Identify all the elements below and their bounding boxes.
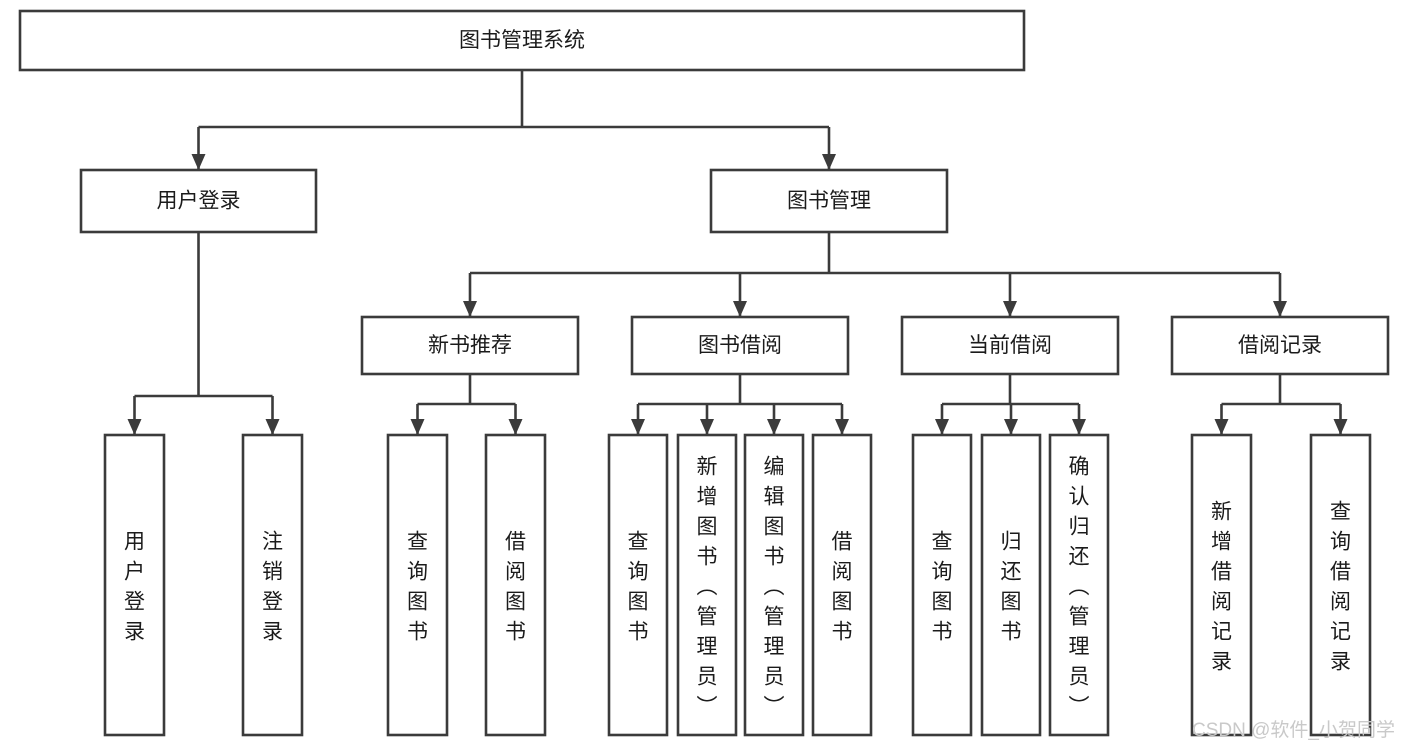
- node-leaf-return-book[interactable]: 归还图书: [980, 433, 1042, 737]
- arrow-head-icon: [631, 419, 645, 435]
- node-box-new-book-recommend: [360, 315, 580, 376]
- node-label-book-borrow: 图书借阅: [698, 334, 782, 357]
- node-label-book-management: 图书管理: [787, 190, 871, 213]
- arrow-head-icon: [1004, 419, 1018, 435]
- node-box-leaf-query-record: [1309, 433, 1372, 737]
- node-label-leaf-query-record: 查询借阅记录: [1330, 500, 1351, 673]
- node-label-leaf-query-book-1: 查询图书: [407, 530, 428, 643]
- node-box-leaf-user-logout: [241, 433, 304, 737]
- node-box-leaf-query-book-1: [386, 433, 449, 737]
- node-box-root: [18, 9, 1026, 72]
- node-book-borrow[interactable]: 图书借阅: [630, 315, 850, 376]
- node-box-user-login: [79, 168, 318, 234]
- node-label-leaf-user-logout: 注销登录: [262, 530, 283, 643]
- node-box-leaf-borrow-book-2: [811, 433, 873, 737]
- csdn-watermark: CSDN @软件_小贺同学: [1192, 719, 1395, 741]
- node-label-borrow-record: 借阅记录: [1238, 334, 1322, 357]
- node-box-book-borrow: [630, 315, 850, 376]
- node-leaf-confirm-return[interactable]: 确认归还︵管理员︶: [1048, 433, 1110, 737]
- arrow-head-icon: [463, 301, 477, 317]
- arrow-head-icon: [1214, 419, 1229, 435]
- arrow-head-icon: [410, 419, 425, 435]
- node-label-leaf-user-login: 用户登录: [124, 530, 145, 643]
- node-leaf-user-login[interactable]: 用户登录: [103, 433, 166, 737]
- arrow-head-icon: [822, 154, 836, 170]
- node-box-book-management: [709, 168, 949, 234]
- node-leaf-edit-book[interactable]: 编辑图书︵管理员︶: [743, 433, 805, 737]
- arrow-head-icon: [191, 154, 206, 170]
- arrow-head-icon: [733, 301, 747, 317]
- node-user-login[interactable]: 用户登录: [79, 168, 318, 234]
- node-label-leaf-query-book-3: 查询图书: [932, 530, 953, 643]
- node-label-leaf-query-book-2: 查询图书: [628, 530, 649, 643]
- node-book-management[interactable]: 图书管理: [709, 168, 949, 234]
- arrow-head-icon: [1273, 301, 1287, 317]
- node-box-current-borrow: [900, 315, 1120, 376]
- node-box-leaf-add-record: [1190, 433, 1253, 737]
- node-label-leaf-edit-book: 编辑图书︵管理员︶: [764, 455, 785, 718]
- node-leaf-borrow-book-2[interactable]: 借阅图书: [811, 433, 873, 737]
- node-leaf-add-record[interactable]: 新增借阅记录: [1190, 433, 1253, 737]
- node-label-user-login: 用户登录: [157, 190, 241, 213]
- node-label-current-borrow: 当前借阅: [968, 334, 1052, 357]
- node-layer: 图书管理系统用户登录图书管理新书推荐图书借阅当前借阅借阅记录用户登录注销登录查询…: [18, 9, 1390, 737]
- node-root[interactable]: 图书管理系统: [18, 9, 1026, 72]
- node-leaf-add-book[interactable]: 新增图书︵管理员︶: [676, 433, 738, 737]
- node-box-leaf-return-book: [980, 433, 1042, 737]
- arrow-head-icon: [1003, 301, 1017, 317]
- node-label-new-book-recommend: 新书推荐: [428, 334, 512, 357]
- arrow-head-icon: [508, 419, 523, 435]
- node-box-leaf-query-book-2: [607, 433, 669, 737]
- node-new-book-recommend[interactable]: 新书推荐: [360, 315, 580, 376]
- arrow-head-icon: [1072, 419, 1086, 435]
- arrow-head-icon: [700, 419, 714, 435]
- node-label-root: 图书管理系统: [459, 29, 585, 52]
- arrow-head-icon: [1333, 419, 1348, 435]
- arrow-head-icon: [835, 419, 849, 435]
- node-box-leaf-confirm-return: [1048, 433, 1110, 737]
- node-box-borrow-record: [1170, 315, 1390, 376]
- node-leaf-query-book-3[interactable]: 查询图书: [911, 433, 973, 737]
- node-label-leaf-return-book: 归还图书: [1001, 530, 1022, 643]
- arrow-head-icon: [265, 419, 280, 435]
- node-box-leaf-add-book: [676, 433, 738, 737]
- node-leaf-query-book-1[interactable]: 查询图书: [386, 433, 449, 737]
- node-current-borrow[interactable]: 当前借阅: [900, 315, 1120, 376]
- node-leaf-query-record[interactable]: 查询借阅记录: [1309, 433, 1372, 737]
- node-leaf-borrow-book-1[interactable]: 借阅图书: [484, 433, 547, 737]
- node-label-leaf-add-record: 新增借阅记录: [1211, 500, 1232, 673]
- node-box-leaf-edit-book: [743, 433, 805, 737]
- node-leaf-user-logout[interactable]: 注销登录: [241, 433, 304, 737]
- node-label-leaf-borrow-book-2: 借阅图书: [832, 530, 853, 643]
- node-label-leaf-add-book: 新增图书︵管理员︶: [697, 455, 718, 718]
- arrow-head-icon: [935, 419, 949, 435]
- node-box-leaf-user-login: [103, 433, 166, 737]
- node-label-leaf-borrow-book-1: 借阅图书: [505, 530, 526, 643]
- connector-layer: [127, 70, 1348, 435]
- node-label-leaf-confirm-return: 确认归还︵管理员︶: [1069, 455, 1090, 718]
- node-leaf-query-book-2[interactable]: 查询图书: [607, 433, 669, 737]
- node-box-leaf-borrow-book-1: [484, 433, 547, 737]
- arrow-head-icon: [767, 419, 781, 435]
- node-borrow-record[interactable]: 借阅记录: [1170, 315, 1390, 376]
- node-box-leaf-query-book-3: [911, 433, 973, 737]
- arrow-head-icon: [127, 419, 142, 435]
